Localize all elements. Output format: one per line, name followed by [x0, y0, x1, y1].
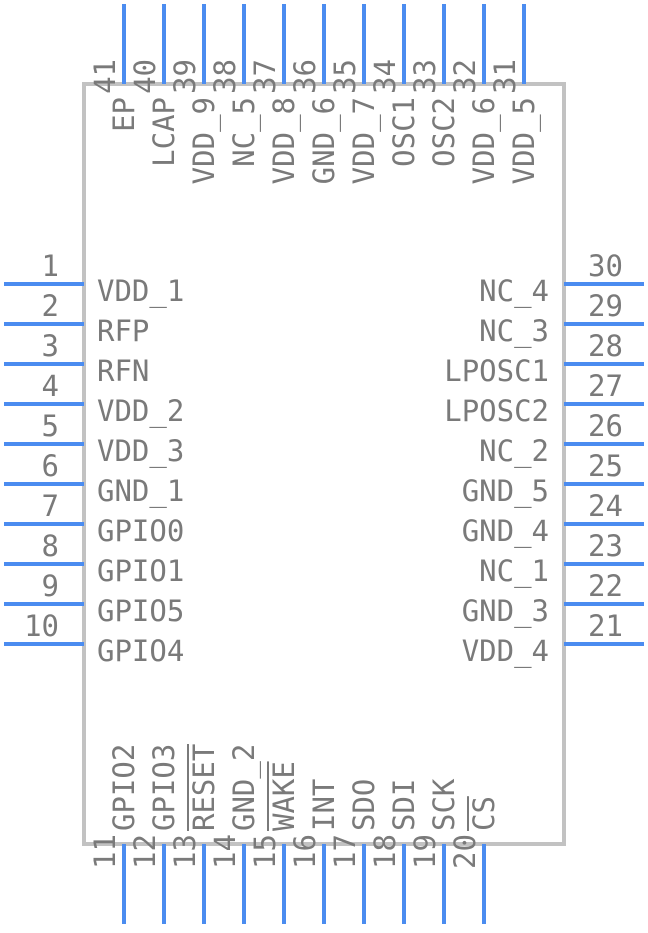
pin-label-gpio2: GPIO2	[107, 744, 141, 831]
pin-label-lposc1: LPOSC1	[444, 354, 549, 388]
pin-label-gnd-3: GND_3	[462, 594, 549, 629]
pin-34-number: 34	[368, 59, 402, 94]
pin-8-number: 8	[42, 529, 59, 563]
pin-label-lposc2: LPOSC2	[444, 394, 549, 428]
pin-19-number: 19	[408, 834, 442, 869]
pin-12-number: 12	[128, 834, 162, 869]
pin-label-vdd-7: VDD_7	[347, 97, 382, 184]
pin-38-number: 38	[208, 59, 242, 94]
pin-30-number: 30	[588, 249, 623, 283]
pin-label-sdi: SDI	[387, 779, 421, 831]
pin-22-number: 22	[588, 569, 623, 603]
pin-24-number: 24	[588, 489, 623, 523]
pin-35-number: 35	[328, 59, 362, 94]
pin-33-number: 33	[408, 59, 442, 94]
pin-label-sck: SCK	[427, 778, 461, 831]
pin-14-number: 14	[208, 834, 242, 869]
pin-5-number: 5	[42, 409, 59, 443]
pin-41-number: 41	[88, 59, 122, 94]
pin-28-number: 28	[588, 329, 623, 363]
pin-32-number: 32	[448, 59, 482, 94]
pin-label-reset: RESET	[187, 744, 221, 831]
pin-label-lcap: LCAP	[147, 97, 181, 167]
pin-label-gpio0: GPIO0	[97, 514, 184, 548]
pin-37-number: 37	[248, 59, 282, 94]
pin-label-cs: CS	[467, 796, 501, 831]
pin-7-number: 7	[42, 489, 59, 523]
pin-27-number: 27	[588, 369, 623, 403]
pin-label-ep: EP	[107, 97, 141, 132]
pin-label-vdd-1: VDD_1	[97, 274, 184, 309]
pin-label-gpio1: GPIO1	[97, 554, 184, 588]
pin-9-number: 9	[42, 569, 59, 603]
pin-40-number: 40	[128, 59, 162, 94]
pin-39-number: 39	[168, 59, 202, 94]
pin-label-osc1: OSC1	[387, 97, 421, 167]
pin-label-rfn: RFN	[97, 354, 149, 388]
pin-label-vdd-4: VDD_4	[462, 634, 549, 669]
pin-label-vdd-6: VDD_6	[467, 97, 502, 184]
pin-label-gnd-1: GND_1	[97, 474, 184, 509]
pin-label-vdd-8: VDD_8	[267, 97, 302, 184]
pin-label-wake: WAKE	[267, 761, 301, 831]
pin-label-gpio4: GPIO4	[97, 634, 184, 668]
pin-20-number: 20	[448, 834, 482, 869]
pin-label-nc-4: NC_4	[479, 274, 549, 309]
pin-label-rfp: RFP	[97, 314, 149, 348]
pin-label-int: INT	[307, 779, 341, 831]
pin-3-number: 3	[42, 329, 59, 363]
pin-15-number: 15	[248, 834, 282, 869]
pin-13-number: 13	[168, 834, 202, 869]
pin-label-vdd-5: VDD_5	[507, 97, 542, 184]
pin-label-vdd-2: VDD_2	[97, 394, 184, 429]
pins-layer: 1VDD_12RFP3RFN4VDD_25VDD_36GND_17GPIO08G…	[4, 4, 644, 924]
pin-label-gnd-6: GND_6	[307, 97, 342, 184]
pin-label-nc-5: NC_5	[227, 97, 262, 167]
pin-label-nc-3: NC_3	[479, 314, 549, 349]
pin-label-gnd-4: GND_4	[462, 514, 549, 549]
pin-18-number: 18	[368, 834, 402, 869]
pin-10-number: 10	[24, 609, 59, 643]
pin-16-number: 16	[288, 834, 322, 869]
pin-label-sdo: SDO	[347, 779, 381, 831]
pin-4-number: 4	[42, 369, 59, 403]
pin-25-number: 25	[588, 449, 623, 483]
pin-21-number: 21	[588, 609, 623, 643]
pin-2-number: 2	[42, 289, 59, 323]
pin-26-number: 26	[588, 409, 623, 443]
pin-label-nc-2: NC_2	[479, 434, 549, 469]
pin-label-gnd-5: GND_5	[462, 474, 549, 509]
pin-17-number: 17	[328, 834, 362, 869]
pin-label-gpio3: GPIO3	[147, 744, 181, 831]
pin-6-number: 6	[42, 449, 59, 483]
pin-23-number: 23	[588, 529, 623, 563]
pin-label-gnd-2: GND_2	[227, 744, 262, 831]
pin-label-gpio5: GPIO5	[97, 594, 184, 628]
pin-label-osc2: OSC2	[427, 97, 461, 167]
pin-36-number: 36	[288, 59, 322, 94]
pin-label-nc-1: NC_1	[479, 554, 549, 589]
pin-11-number: 11	[88, 834, 122, 869]
pin-label-vdd-9: VDD_9	[187, 97, 222, 184]
pin-29-number: 29	[588, 289, 623, 323]
pin-label-vdd-3: VDD_3	[97, 434, 184, 469]
pin-31-number: 31	[488, 59, 522, 94]
pin-1-number: 1	[42, 249, 59, 283]
